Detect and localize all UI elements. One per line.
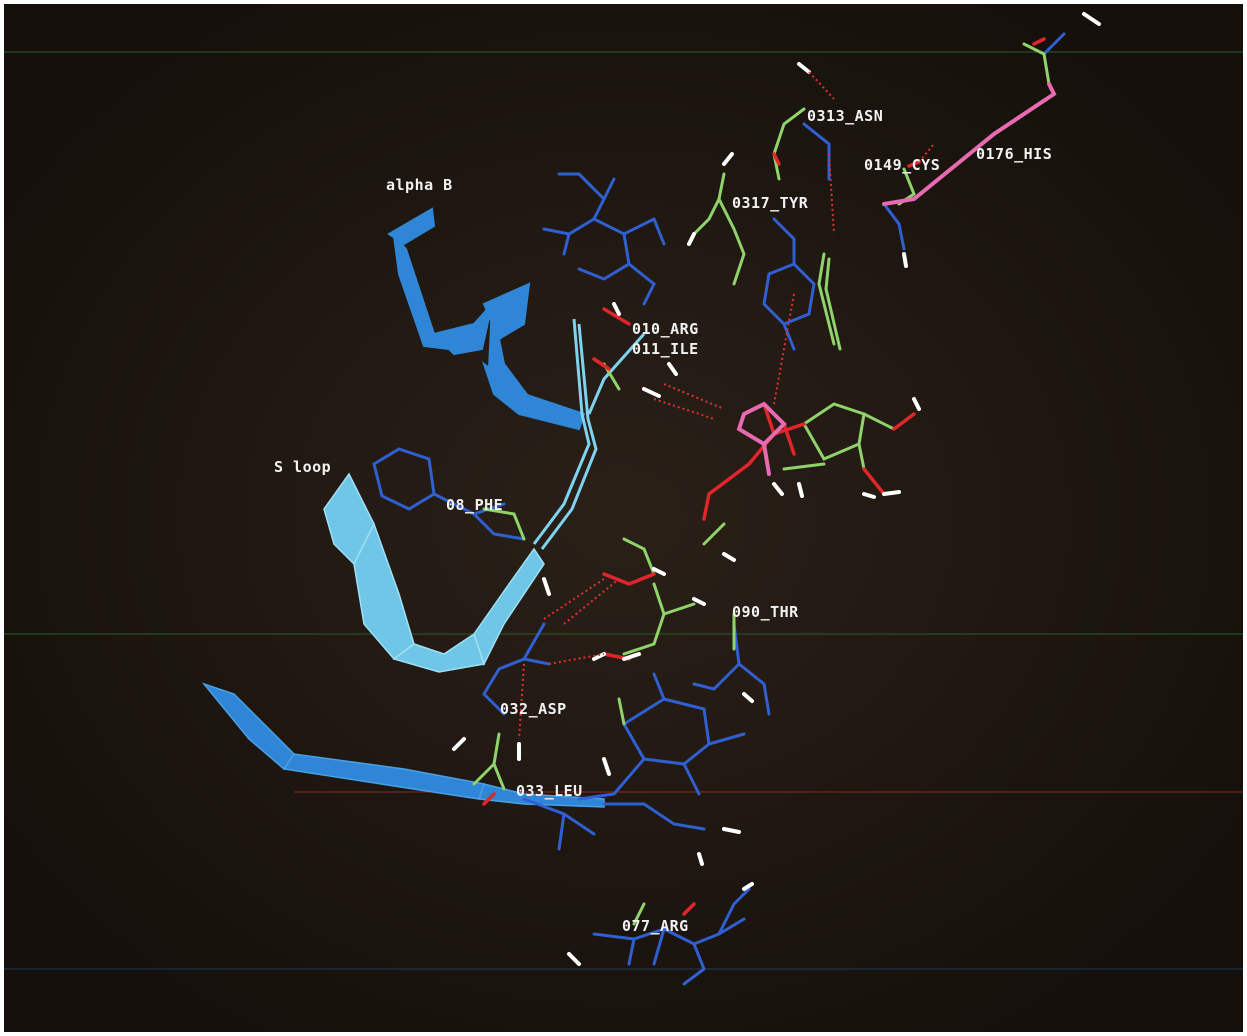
background: [4, 4, 1243, 1032]
label-tyr: 0317_TYR: [732, 194, 809, 212]
green-bonds: [472, 42, 1051, 926]
label-phe8: 08_PHE: [446, 496, 503, 514]
label-asp32: 032_ASP: [500, 700, 567, 718]
beta-strand-ribbon: [201, 682, 605, 808]
label-ile11: 011_ILE: [632, 340, 699, 358]
label-thr90: 090_THR: [732, 603, 799, 621]
s-loop-ribbon: [323, 472, 545, 673]
label-arg77: 077_ARG: [622, 917, 689, 935]
label-arg10: 010_ARG: [632, 320, 699, 338]
red-bonds: [482, 37, 1046, 916]
label-s-loop: S loop: [274, 458, 331, 476]
blue-bonds: [372, 32, 1066, 986]
label-alpha-b: alpha B: [386, 176, 453, 194]
cyan-loop-ribbon: [532, 318, 646, 550]
pink-bonds: [736, 82, 1057, 476]
label-his: 0176_HIS: [976, 145, 1052, 163]
molecular-graphics-view: alpha B S loop 0313_ASN 0149_CYS 0176_HI…: [4, 4, 1243, 1032]
hydrogen-bonds-white: [452, 12, 1101, 966]
hydrogen-bond-lines: [518, 71, 935, 740]
alpha-b-helix-ribbon: [387, 207, 586, 431]
label-asn: 0313_ASN: [807, 107, 883, 125]
label-cys: 0149_CYS: [864, 156, 940, 174]
molecule-scene: alpha B S loop 0313_ASN 0149_CYS 0176_HI…: [4, 4, 1243, 1032]
label-leu33: 033_LEU: [516, 782, 583, 800]
